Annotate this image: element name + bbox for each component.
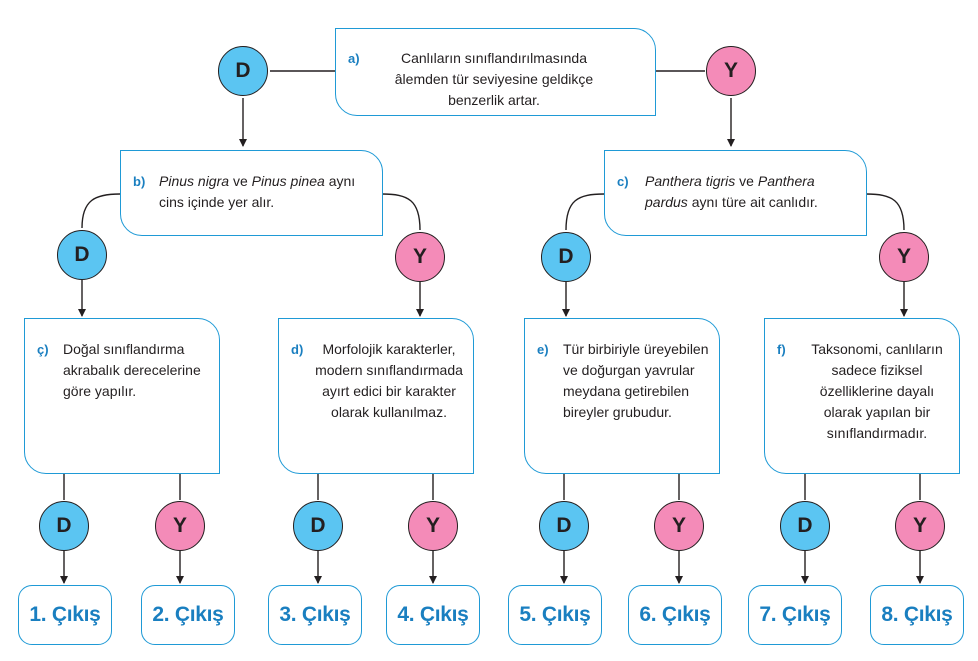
statement-b-text: Pinus nigra ve Pinus pinea aynı cins içi… (159, 171, 369, 213)
statement-b-box: b) Pinus nigra ve Pinus pinea aynı cins … (120, 150, 383, 236)
statement-c-label: c) (617, 174, 629, 189)
species-name: Panthera pardus (645, 173, 815, 210)
output-6: 6. Çıkış (628, 585, 722, 645)
output-7: 7. Çıkış (748, 585, 842, 645)
true-choice-circle: D (541, 232, 591, 282)
true-choice-circle: D (57, 230, 107, 280)
statement-e-box: e) Tür birbiriyle üreyebilen ve doğurgan… (524, 318, 720, 474)
output-2: 2. Çıkış (141, 585, 235, 645)
statement-e-text: Tür birbiriyle üreyebilen ve doğurgan ya… (563, 341, 709, 420)
true-choice-circle: D (293, 501, 343, 551)
true-choice-circle: D (539, 501, 589, 551)
statement-d-box: d) Morfolojik karakterler, modern sınıfl… (278, 318, 474, 474)
statement-cc-box: ç) Doğal sınıflandırma akrabalık derecel… (24, 318, 220, 474)
connector (381, 193, 421, 231)
output-8: 8. Çıkış (870, 585, 964, 645)
output-1: 1. Çıkış (18, 585, 112, 645)
connector (565, 193, 605, 231)
species-name: Pinus nigra (159, 173, 230, 189)
true-choice-circle: D (39, 501, 89, 551)
species-name: Pinus pinea (251, 173, 325, 189)
statement-e-label: e) (537, 342, 549, 357)
connector (865, 193, 905, 231)
statement-c-text: Panthera tigris ve Panthera pardus aynı … (645, 171, 830, 213)
false-choice-circle: Y (895, 501, 945, 551)
statement-b-label: b) (133, 174, 146, 189)
false-choice-circle: Y (706, 46, 756, 96)
statement-b-rest: aynı cins içinde yer alır. (159, 173, 356, 210)
statement-a-label: a) (348, 51, 360, 66)
statement-cc-label: ç) (37, 342, 49, 357)
false-choice-circle: Y (879, 232, 929, 282)
true-choice-circle: D (218, 46, 268, 96)
output-5: 5. Çıkış (508, 585, 602, 645)
statement-d-text: Morfolojik karakterler, modern sınıfland… (315, 341, 463, 420)
false-choice-circle: Y (654, 501, 704, 551)
species-name: Panthera tigris (645, 173, 736, 189)
statement-f-label: f) (777, 342, 786, 357)
statement-d-label: d) (291, 342, 304, 357)
statement-a-box: a) Canlıların sınıflandırılmasında âlemd… (335, 28, 656, 116)
conjunction: ve (739, 173, 754, 189)
true-choice-circle: D (780, 501, 830, 551)
false-choice-circle: Y (155, 501, 205, 551)
false-choice-circle: Y (408, 501, 458, 551)
output-4: 4. Çıkış (386, 585, 480, 645)
statement-f-text: Taksonomi, canlıların sadece fiziksel öz… (811, 341, 943, 441)
statement-f-box: f) Taksonomi, canlıların sadece fiziksel… (764, 318, 960, 474)
connector (81, 193, 121, 229)
conjunction: ve (232, 173, 248, 189)
statement-c-rest: aynı türe ait canlıdır. (691, 194, 818, 210)
output-3: 3. Çıkış (268, 585, 362, 645)
statement-c-box: c) Panthera tigris ve Panthera pardus ay… (604, 150, 867, 236)
false-choice-circle: Y (395, 232, 445, 282)
statement-cc-text: Doğal sınıflandırma akrabalık dereceleri… (63, 341, 201, 399)
statement-a-text: Canlıların sınıflandırılmasında âlemden … (394, 50, 594, 108)
